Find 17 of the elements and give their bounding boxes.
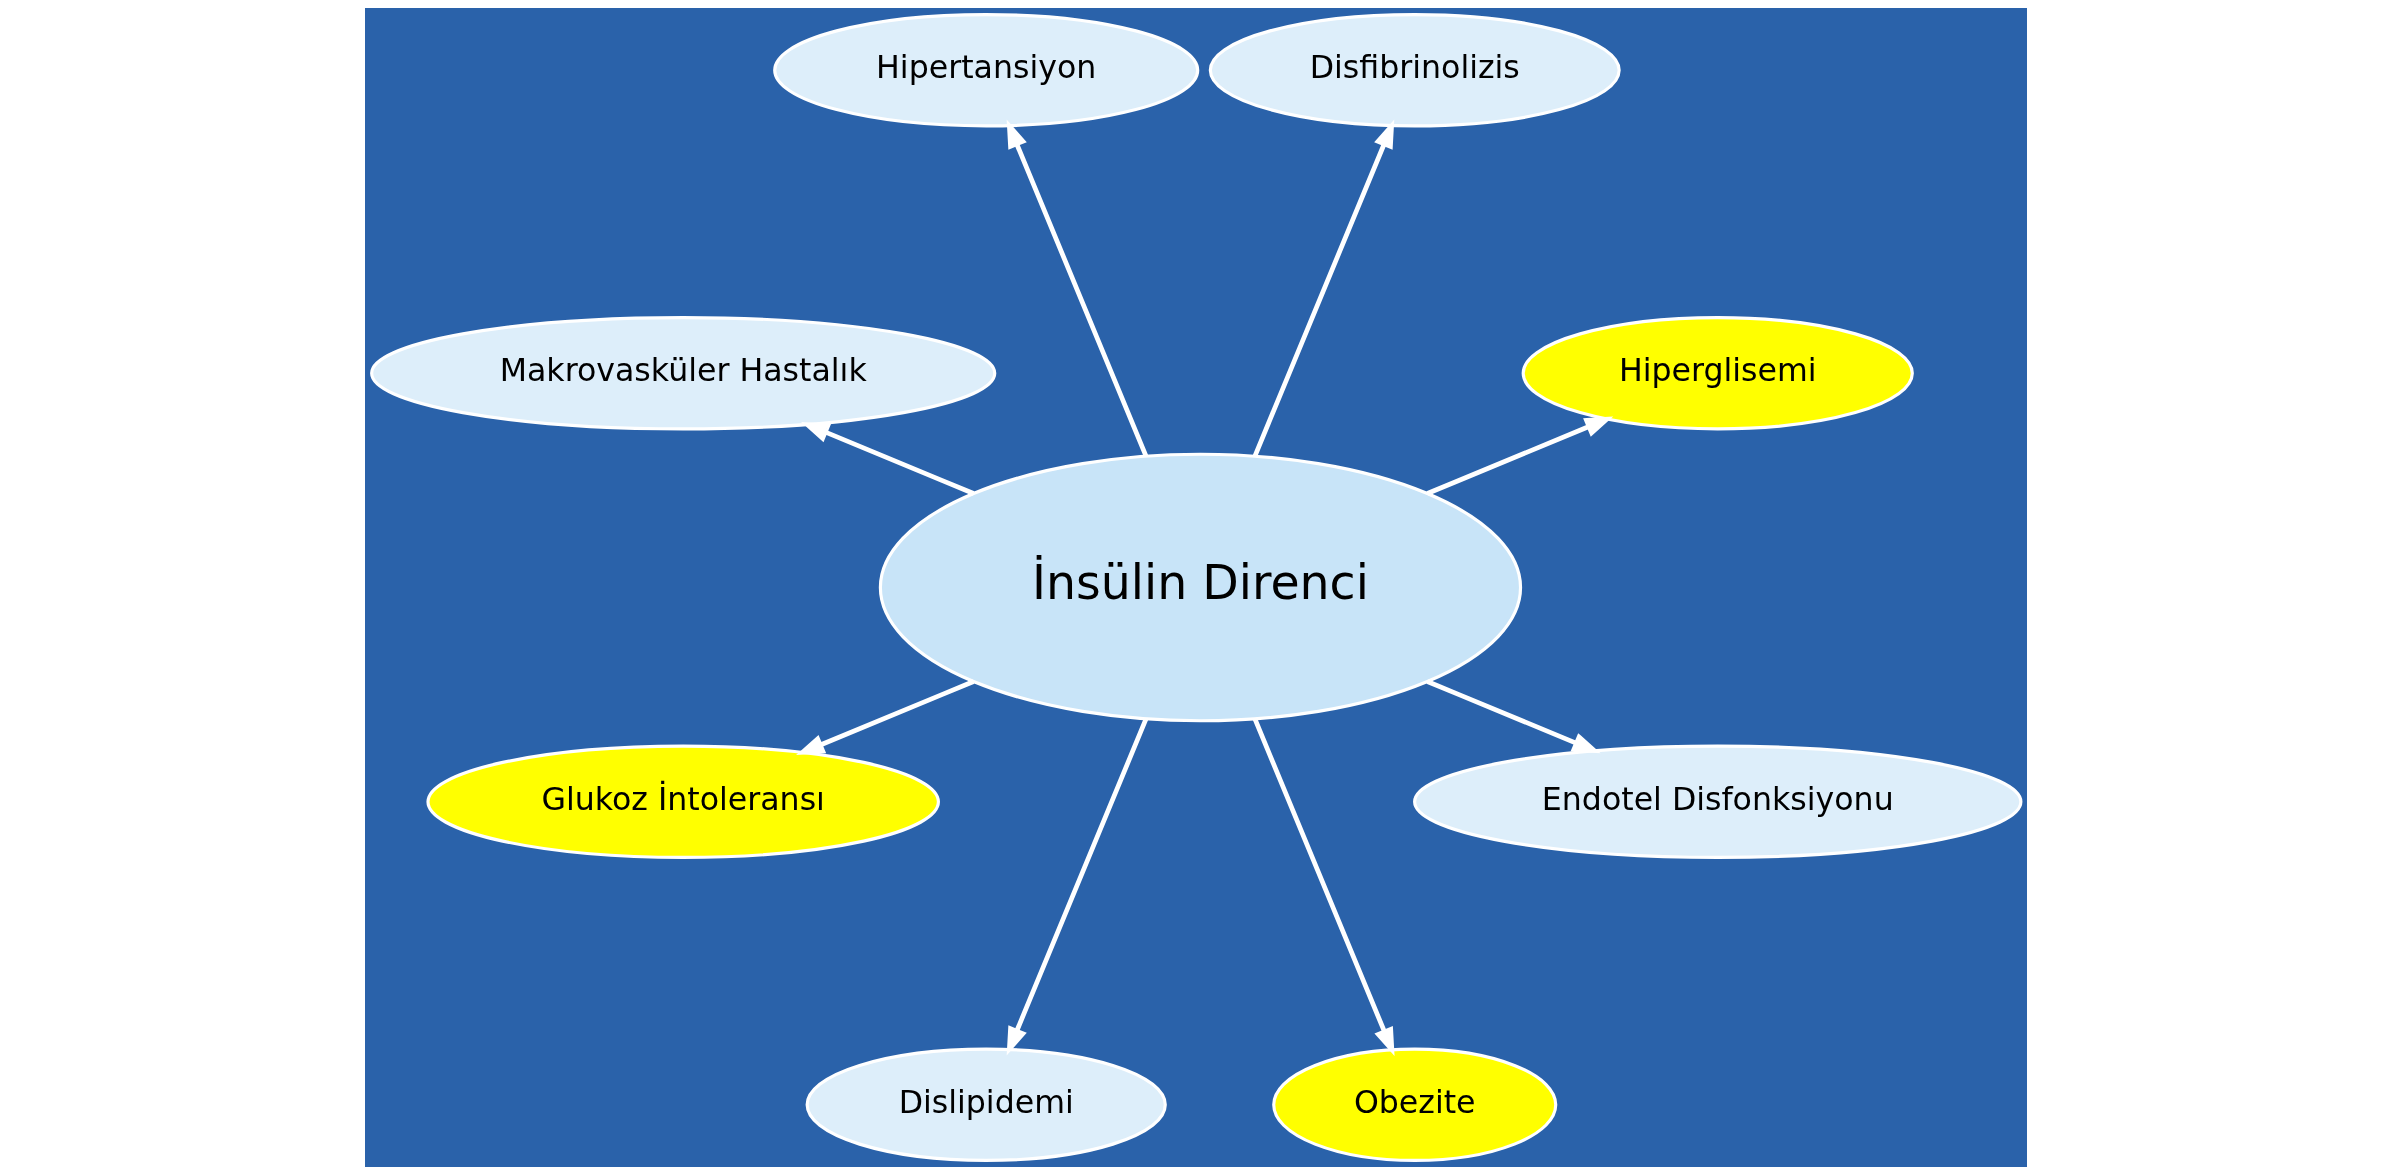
- node-ellipse: İnsülin Direnci: [878, 452, 1523, 723]
- node-ellipse: Hiperglisemi: [1521, 316, 1914, 431]
- node-ellipse: Endotel Disfonksiyonu: [1413, 744, 2023, 859]
- arrow: [1252, 717, 1395, 1057]
- node-ellipse: Obezite: [1272, 1047, 1558, 1162]
- node-ellipse: Glukoz İntoleransı: [426, 744, 940, 859]
- arrow: [1426, 679, 1601, 754]
- arrow: [1006, 119, 1149, 458]
- node-ellipse: Hipertansiyon: [773, 13, 1200, 128]
- arrow: [1252, 119, 1395, 458]
- node-ellipse: Makrovasküler Hastalık: [370, 316, 997, 431]
- node-ellipse: Dislipidemi: [805, 1047, 1167, 1162]
- arrow: [801, 422, 975, 496]
- arrow: [1426, 416, 1614, 496]
- arrow: [796, 679, 975, 756]
- arrow: [1006, 717, 1149, 1056]
- node-ellipse: Disfibrinolizis: [1208, 13, 1621, 128]
